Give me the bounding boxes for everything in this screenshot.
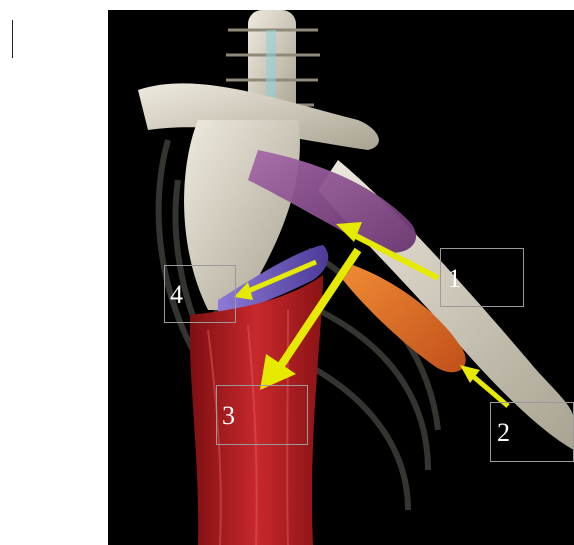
label-2: 2 bbox=[497, 420, 510, 446]
label-3: 3 bbox=[222, 403, 235, 429]
label-4: 4 bbox=[170, 282, 183, 308]
text-cursor bbox=[12, 20, 13, 58]
label-1: 1 bbox=[448, 266, 461, 292]
